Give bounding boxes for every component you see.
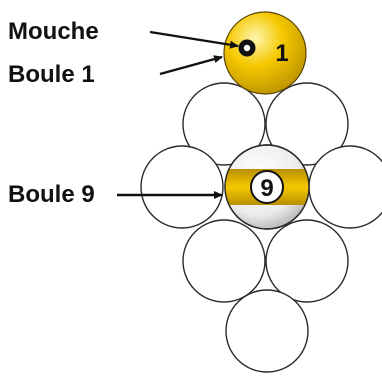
- rack-ball: [265, 219, 349, 303]
- label-mouche: Mouche: [8, 18, 99, 45]
- rack-ball: [308, 145, 382, 229]
- ball-9-number: 9: [260, 175, 273, 202]
- arrow-boule-1: [159, 55, 223, 76]
- rack-ball: [225, 289, 309, 373]
- ball-9-number-disc: [250, 170, 284, 204]
- label-boule-1: Boule 1: [8, 61, 95, 88]
- rack-ball: [265, 82, 349, 166]
- rack-ball: [140, 145, 224, 229]
- rack-ball: [182, 82, 266, 166]
- arrow-mouche: [149, 30, 239, 49]
- ball-1-number: 1: [275, 40, 288, 67]
- ball-1: 1: [223, 11, 307, 95]
- rack-ball: [182, 219, 266, 303]
- ball-9: 9: [224, 144, 310, 230]
- label-boule-9: Boule 9: [8, 181, 95, 208]
